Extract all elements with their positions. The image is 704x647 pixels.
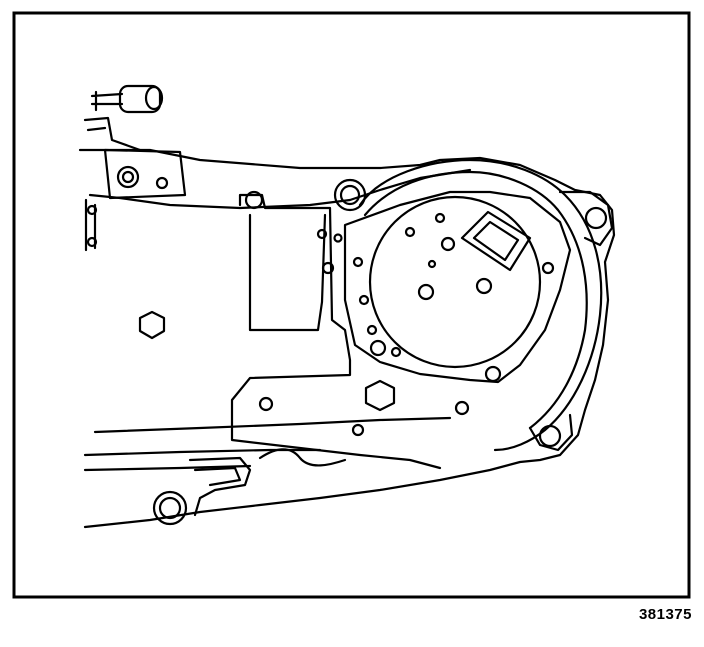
- gear-plate-disc: [368, 195, 542, 369]
- figure-id-label: 381375: [638, 606, 692, 623]
- mount-ear-bottom: [528, 413, 574, 452]
- hole-3: [351, 423, 365, 437]
- lower-rail-3: [83, 464, 252, 472]
- bracket-bolt-inner: [121, 170, 135, 184]
- plate-hole-8: [352, 256, 364, 268]
- plate-hole-5: [475, 277, 493, 295]
- lower-rail-1: [93, 416, 452, 434]
- bracket-bolt-hole: [116, 165, 140, 189]
- hole-4: [321, 261, 335, 275]
- left-rivet-1: [86, 204, 98, 216]
- boss-top: [339, 184, 361, 206]
- recessed-inner-step: [248, 213, 327, 332]
- recessed-channel: [230, 193, 442, 470]
- plate-hole-4: [417, 283, 435, 301]
- plate-hole-11: [369, 339, 387, 357]
- housing-outline: [78, 148, 616, 529]
- gear-cover-inner: [363, 170, 588, 430]
- boss-left: [244, 190, 264, 210]
- plate-hole-2: [440, 236, 456, 252]
- hole-5: [316, 228, 328, 240]
- lower-rail-2: [83, 448, 322, 457]
- boss-bottom-left-ring: [152, 490, 188, 526]
- bracket-small-hole: [155, 176, 169, 190]
- connector-face: [144, 85, 164, 111]
- connector-stem: [90, 90, 124, 112]
- boss-bottom-left: [158, 496, 182, 520]
- lower-bracket: [188, 456, 252, 517]
- gear-window-inner: [472, 220, 520, 262]
- plate-hole-13: [484, 365, 502, 383]
- connector-body: [118, 84, 162, 114]
- left-rivet-2: [86, 236, 98, 248]
- boss-top-ring: [333, 178, 367, 212]
- frame-border: [12, 11, 691, 599]
- lever-arm: [83, 116, 142, 152]
- hole-1: [258, 396, 274, 412]
- gear-cover-outer: [358, 158, 603, 452]
- plate-hole-6: [427, 259, 437, 269]
- gear-plate-outline: [343, 190, 572, 384]
- mount-ear-bottom-hole: [538, 424, 562, 448]
- hole-2: [454, 400, 470, 416]
- plate-hole-7: [541, 261, 555, 275]
- lower-bracket-inner: [193, 466, 242, 487]
- mount-ear-top-hole: [584, 206, 608, 230]
- hex-bolt-left: [138, 310, 166, 340]
- lower-wave: [258, 448, 347, 467]
- mount-ear-top: [558, 190, 614, 247]
- plate-top-edge: [88, 168, 472, 210]
- plate-hole-1: [434, 212, 446, 224]
- plate-hole-10: [366, 324, 378, 336]
- bracket-top-left: [103, 148, 187, 200]
- plate-hole-3: [404, 226, 416, 238]
- gear-window-outer: [460, 210, 532, 272]
- plate-hole-9: [358, 294, 370, 306]
- hex-bolt-center: [364, 379, 396, 412]
- hole-6: [333, 233, 343, 243]
- plate-hole-12: [390, 346, 402, 358]
